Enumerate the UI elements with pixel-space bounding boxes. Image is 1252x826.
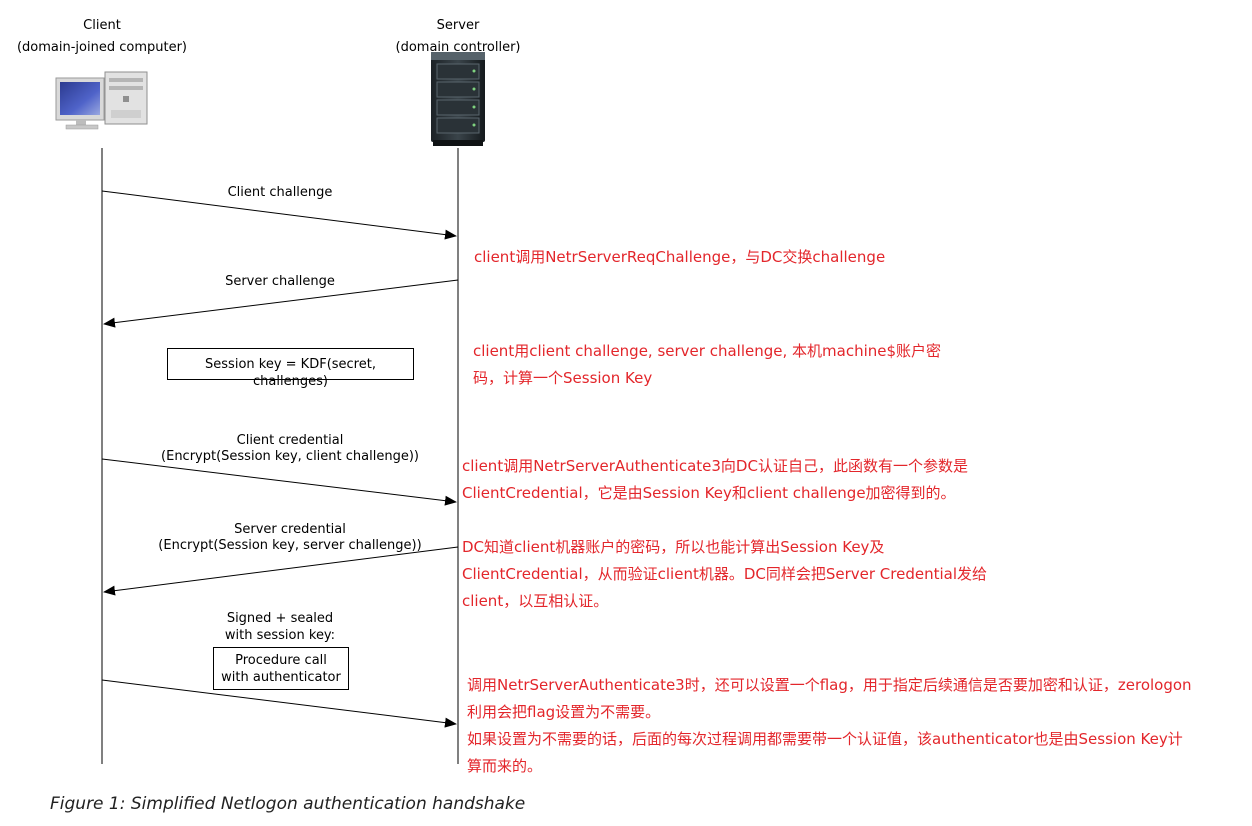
server-rack-icon bbox=[431, 52, 485, 146]
server-credential-label: Server credential bbox=[234, 522, 346, 537]
figure-caption: Figure 1: Simplified Netlogon authentica… bbox=[50, 794, 526, 814]
client-credential-sublabel: (Encrypt(Session key, client challenge)) bbox=[161, 449, 419, 464]
signed-sealed-label: Signed + sealed bbox=[226, 611, 334, 626]
note-flag-3: 如果设置为不需要的话，后面的每次过程调用都需要带一个认证值，该authentic… bbox=[467, 730, 1183, 748]
server-challenge-arrow bbox=[103, 279, 459, 328]
desktop-computer-icon bbox=[55, 71, 148, 130]
client-subtitle: (domain-joined computer) bbox=[16, 40, 187, 55]
server-subtitle: (domain controller) bbox=[395, 40, 521, 55]
session-key-box: Session key = KDF(secret, challenges) bbox=[167, 348, 414, 389]
note-flag-2: 利用会把flag设置为不需要。 bbox=[467, 703, 661, 721]
note-flag-4: 算而来的。 bbox=[467, 757, 543, 775]
client-challenge-label: Client challenge bbox=[227, 185, 333, 200]
server-challenge-label: Server challenge bbox=[225, 274, 335, 289]
procedure-call-line2: with authenticator bbox=[221, 670, 341, 685]
note-server-credential-2: ClientCredential，从而验证client机器。DC同样会把Serv… bbox=[462, 565, 988, 583]
server-credential-arrow bbox=[103, 546, 459, 596]
client-title: Client bbox=[83, 18, 121, 33]
note-session-key-2: 码，计算一个Session Key bbox=[473, 369, 653, 387]
note-authenticate3-1: client调用NetrServerAuthenticate3向DC认证自己，此… bbox=[462, 457, 968, 475]
server-title: Server bbox=[436, 18, 480, 33]
note-authenticate3-2: ClientCredential，它是由Session Key和client c… bbox=[462, 484, 956, 502]
client-credential-arrow bbox=[101, 458, 457, 506]
session-key-label: with session key: bbox=[224, 628, 336, 643]
procedure-call-arrow bbox=[101, 679, 457, 728]
session-key-formula: Session key = KDF(secret, challenges) bbox=[205, 357, 376, 389]
client-credential-label: Client credential bbox=[236, 433, 344, 448]
procedure-call-line1: Procedure call bbox=[235, 653, 327, 668]
note-reqchallenge: client调用NetrServerReqChallenge，与DC交换chal… bbox=[474, 248, 886, 266]
procedure-call-box: Procedure call with authenticator bbox=[213, 647, 349, 690]
server-credential-sublabel: (Encrypt(Session key, server challenge)) bbox=[158, 538, 422, 553]
client-challenge-arrow bbox=[101, 190, 457, 240]
note-session-key-1: client用client challenge, server challeng… bbox=[473, 342, 942, 360]
note-flag-1: 调用NetrServerAuthenticate3时，还可以设置一个flag，用… bbox=[467, 676, 1192, 694]
note-server-credential-1: DC知道client机器账户的密码，所以也能计算出Session Key及 bbox=[462, 538, 885, 556]
note-server-credential-3: client，以互相认证。 bbox=[462, 592, 609, 610]
